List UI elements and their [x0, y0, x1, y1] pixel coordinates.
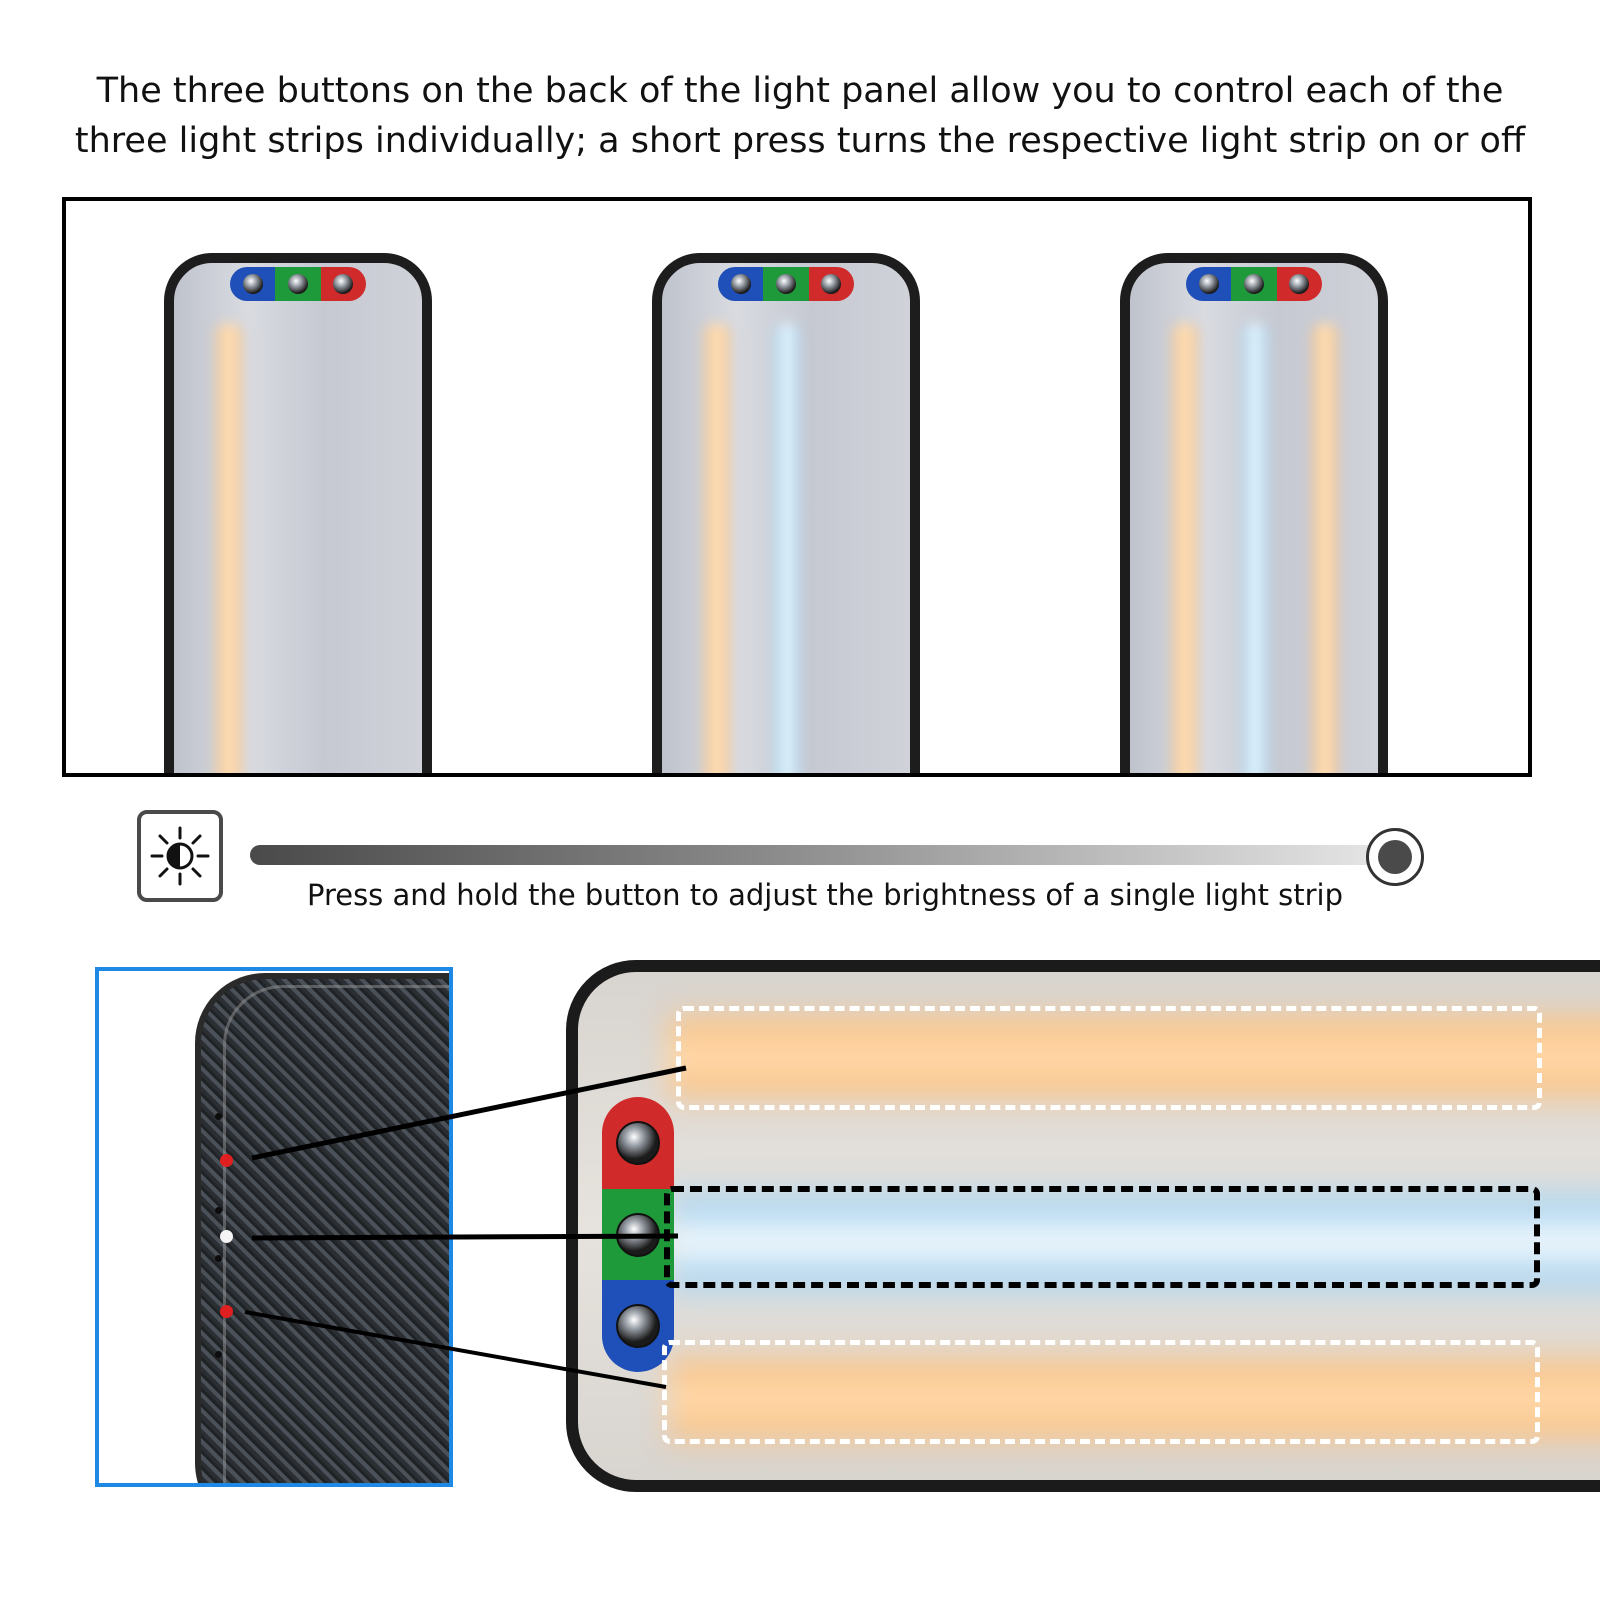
panel-1-button-1[interactable]	[230, 267, 276, 301]
button-knob-icon	[1198, 274, 1219, 294]
indicator-light-top	[220, 1154, 233, 1167]
indicator-pin	[215, 1255, 222, 1262]
button-knob-icon	[730, 274, 751, 294]
panel-2-button-2[interactable]	[763, 267, 809, 301]
strip-highlight-middle	[664, 1186, 1540, 1288]
brightness-slider-track[interactable]	[250, 845, 1400, 865]
button-knob-icon	[333, 274, 354, 294]
button-knob-icon	[616, 1304, 660, 1349]
panel-1-button-2[interactable]	[275, 267, 321, 301]
panel-3-button-2[interactable]	[1231, 267, 1277, 301]
button-knob-icon	[1243, 274, 1264, 294]
button-knob-icon	[287, 274, 308, 294]
carbon-fiber-back	[195, 973, 449, 1483]
panel-2-strip-2-cool	[770, 323, 804, 773]
panel-2-button-bar	[718, 267, 854, 301]
light-strip-top	[668, 1002, 1600, 1112]
brightness-slider[interactable]	[250, 828, 1424, 886]
headline: The three buttons on the back of the lig…	[0, 66, 1600, 166]
panel-3-button-1[interactable]	[1186, 267, 1232, 301]
button-knob-icon	[242, 274, 263, 294]
brightness-icon	[150, 826, 210, 886]
headline-line-2: three light strips individually; a short…	[74, 121, 1526, 161]
light-panel-step-1	[164, 253, 432, 773]
headline-line-1: The three buttons on the back of the lig…	[96, 71, 1504, 111]
button-knob-icon	[775, 274, 796, 294]
panel-2-button-3[interactable]	[808, 267, 854, 301]
panel-1-button-bar	[230, 267, 366, 301]
demo-frame	[62, 197, 1532, 777]
strip-highlight-bottom	[662, 1340, 1540, 1444]
indicator-pin	[215, 1207, 222, 1214]
panel-3-strip-3-warm	[1308, 323, 1342, 773]
indicator-light-middle	[220, 1230, 233, 1243]
panel-2-strip-1-warm	[700, 323, 734, 773]
panel-3-button-3[interactable]	[1276, 267, 1322, 301]
panel-back-inset	[95, 967, 453, 1487]
brightness-icon-box	[137, 810, 223, 902]
button-knob-icon	[1289, 274, 1310, 294]
panel-3-button-bar	[1186, 267, 1322, 301]
panel-2-button-1[interactable]	[718, 267, 764, 301]
indicator-light-bottom	[220, 1305, 233, 1318]
indicator-pin	[215, 1113, 222, 1120]
control-button-1[interactable]	[602, 1097, 674, 1189]
brightness-slider-thumb[interactable]	[1366, 828, 1424, 886]
light-panel-step-3	[1120, 253, 1388, 773]
brightness-caption: Press and hold the button to adjust the …	[306, 878, 1344, 912]
button-knob-icon	[616, 1212, 660, 1257]
light-strip-bottom	[668, 1344, 1600, 1454]
illuminated-panel-closeup	[566, 960, 1600, 1492]
light-panel-step-2	[652, 253, 920, 773]
panel-3-strip-2-cool	[1238, 323, 1272, 773]
button-knob-icon	[616, 1120, 660, 1165]
button-knob-icon	[821, 274, 842, 294]
panel-1-button-3[interactable]	[320, 267, 366, 301]
panel-3-strip-1-warm	[1168, 323, 1202, 773]
strip-highlight-top	[676, 1006, 1542, 1110]
carbon-back-edge	[223, 985, 449, 1483]
panel-1-strip-1-warm	[212, 323, 246, 773]
indicator-pin	[215, 1351, 222, 1358]
